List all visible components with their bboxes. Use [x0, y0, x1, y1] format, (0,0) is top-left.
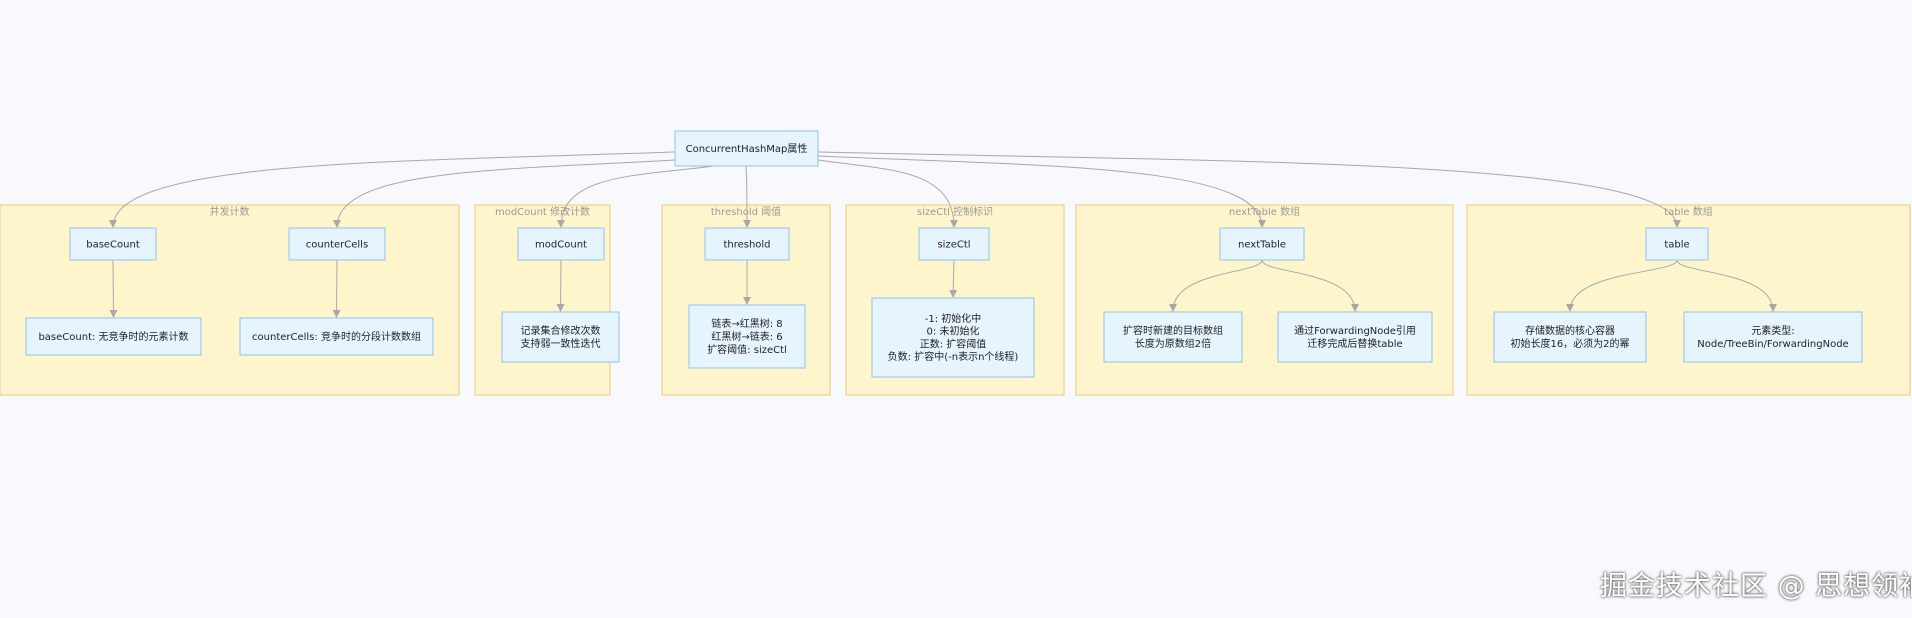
- node-table: table: [1645, 227, 1709, 261]
- edge-root-to-1: [109, 151, 676, 228]
- edge-root-to-5: [817, 159, 958, 228]
- node-basecount-box: [69, 227, 157, 261]
- node-table-desc-2-label: Node/TreeBin/ForwardingNode: [1697, 339, 1848, 350]
- node-sizectl-desc-label: 正数: 扩容阈值: [920, 337, 987, 350]
- group-title: table 数组: [1664, 205, 1713, 218]
- edge-inner-8: [1566, 259, 1678, 312]
- group-title: sizeCtl 控制标识: [917, 205, 993, 218]
- node-table-desc-2-box: [1683, 311, 1863, 363]
- node-sizectl-desc-label: 负数: 扩容中(-n表示n个线程): [888, 350, 1019, 363]
- node-next-table: nextTable: [1219, 227, 1305, 261]
- node-basecount-desc-label: baseCount: 无竞争时的元素计数: [38, 330, 188, 343]
- node-sizectl: sizeCtl: [918, 227, 990, 261]
- group-title: modCount 修改计数: [495, 205, 590, 218]
- group-title: 并发计数: [210, 205, 250, 218]
- node-table-desc-2-label: 元素类型:: [1751, 324, 1794, 337]
- node-table-desc-1-label: 存储数据的核心容器: [1525, 324, 1615, 337]
- node-counter-cells-label: counterCells: [306, 240, 368, 251]
- watermark-text: 掘金技术社区 @ 思想领袖: [1600, 571, 1912, 602]
- edge-inner-6: [1169, 259, 1263, 312]
- node-basecount-desc-box: [25, 317, 202, 356]
- node-modcount-desc-label: 支持弱一致性迭代: [521, 337, 601, 350]
- node-sizectl-desc-label: 0: 未初始化: [927, 325, 980, 338]
- node-table-desc-2: 元素类型: Node/TreeBin/ForwardingNode: [1683, 311, 1863, 363]
- node-threshold-desc-label: 扩容阈值: sizeCtl: [707, 343, 787, 356]
- node-sizectl-label: sizeCtl: [937, 240, 970, 251]
- node-next-table-desc-1-label: 扩容时新建的目标数组: [1123, 324, 1223, 337]
- edge-inner-9: [1676, 259, 1777, 312]
- node-basecount: baseCount: [69, 227, 157, 261]
- node-table-desc-1-label: 初始长度16，必须为2的幂: [1510, 337, 1629, 350]
- node-counter-cells-desc-box: [239, 317, 434, 356]
- node-threshold-desc-label: 链表→红黑树: 8: [711, 317, 782, 330]
- node-next-table-desc-1-box: [1103, 311, 1243, 363]
- node-modcount-label: modCount: [535, 240, 587, 251]
- node-sizectl-desc-box: [871, 297, 1035, 378]
- node-threshold: threshold: [704, 227, 790, 261]
- edge-root-to-3: [557, 165, 715, 228]
- edge-root-to-2: [333, 159, 676, 228]
- node-next-table-desc-2-box: [1277, 311, 1433, 363]
- root-node-label: ConcurrentHashMap属性: [686, 142, 808, 155]
- node-counter-cells-box: [288, 227, 386, 261]
- node-table-box: [1645, 227, 1709, 261]
- node-modcount: modCount: [517, 227, 605, 261]
- edge-inner-3: [556, 259, 565, 312]
- edge-inner-7: [1261, 259, 1359, 312]
- group-title: threshold 阈值: [711, 205, 781, 218]
- node-next-table-label: nextTable: [1238, 240, 1286, 251]
- root-node-box: [674, 130, 819, 167]
- edge-inner-1: [109, 259, 118, 318]
- node-table-label: table: [1664, 240, 1689, 251]
- node-threshold-label: threshold: [723, 240, 770, 251]
- node-next-table-desc-2-label: 通过ForwardingNode引用: [1294, 324, 1416, 337]
- node-next-table-desc-2-label: 迁移完成后替换table: [1307, 337, 1402, 350]
- node-counter-cells-desc-label: counterCells: 竞争时的分段计数数组: [252, 330, 421, 343]
- group-1: 并发计数: [0, 204, 460, 396]
- node-basecount-desc: baseCount: 无竞争时的元素计数: [25, 317, 202, 356]
- root-node: ConcurrentHashMap属性: [674, 130, 819, 167]
- node-table-desc-1-box: [1493, 311, 1647, 363]
- node-basecount-label: baseCount: [86, 240, 140, 251]
- node-next-table-desc-1-label: 长度为原数组2倍: [1135, 337, 1211, 350]
- node-sizectl-box: [918, 227, 990, 261]
- node-threshold-desc-box: [688, 304, 806, 369]
- group-1-box: [0, 204, 460, 396]
- node-threshold-box: [704, 227, 790, 261]
- node-counter-cells-desc: counterCells: 竞争时的分段计数数组: [239, 317, 434, 356]
- group-title: nextTable 数组: [1229, 205, 1300, 218]
- node-modcount-desc-box: [501, 311, 620, 363]
- node-threshold-desc-label: 红黑树→链表: 6: [711, 330, 782, 343]
- edge-inner-5: [949, 259, 958, 298]
- edge-root-to-4: [742, 165, 751, 228]
- node-modcount-desc-label: 记录集合修改次数: [521, 324, 601, 337]
- node-counter-cells: counterCells: [288, 227, 386, 261]
- edge-inner-2: [332, 259, 341, 318]
- node-sizectl-desc-label: -1: 初始化中: [925, 312, 982, 325]
- edge-root-to-7: [817, 151, 1681, 228]
- edge-root-to-6: [817, 155, 1266, 228]
- node-next-table-box: [1219, 227, 1305, 261]
- node-modcount-box: [517, 227, 605, 261]
